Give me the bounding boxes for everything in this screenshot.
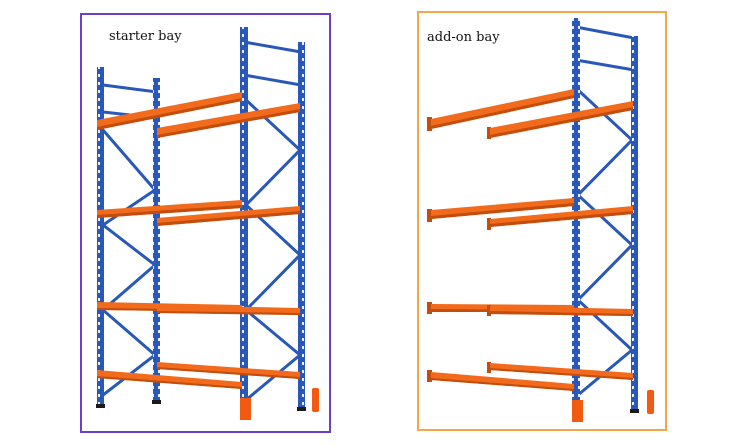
starter-bay-label: starter bay <box>109 29 182 44</box>
starter-right-frame-bracing <box>243 40 303 402</box>
addon-bay-label: add-on bay <box>427 30 500 45</box>
beam-connector <box>427 302 432 314</box>
end-guard <box>312 388 319 412</box>
beam-connector <box>487 305 491 316</box>
upright-protector <box>572 400 583 422</box>
upright-protector <box>240 398 251 420</box>
beam-connector <box>427 117 432 131</box>
beam-connector <box>487 362 491 373</box>
beam-connector <box>487 127 491 139</box>
addon-footplates <box>572 390 654 422</box>
starter-beams <box>97 92 300 389</box>
beam-connector <box>487 218 491 230</box>
addon-beams <box>427 89 633 391</box>
addon-bay-panel: add-on bay <box>417 11 667 431</box>
end-guard <box>647 390 654 414</box>
beam-connector <box>427 370 432 382</box>
starter-bay-panel: starter bay <box>80 13 331 433</box>
beam-connector <box>427 209 432 222</box>
starter-bay-rack <box>96 27 319 420</box>
addon-bay-rack <box>427 18 654 422</box>
starter-uprights <box>97 27 305 417</box>
starter-left-frame-bracing <box>100 83 158 397</box>
starter-footplates <box>96 388 319 420</box>
